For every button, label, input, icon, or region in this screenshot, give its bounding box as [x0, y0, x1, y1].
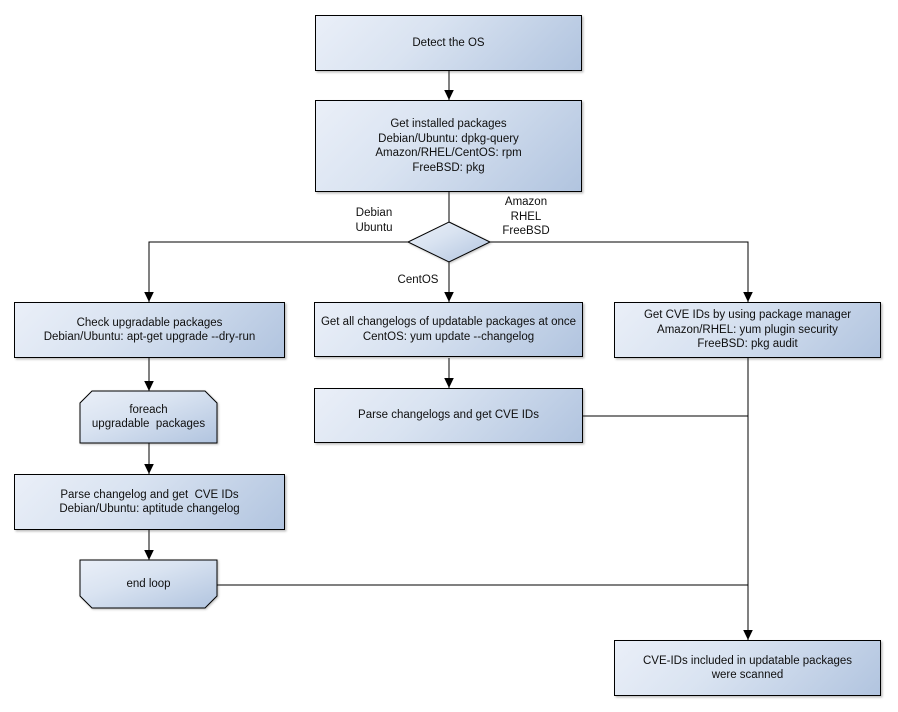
- node-get-all-changelogs: Get all changelogs of updatable packages…: [314, 302, 583, 357]
- node-parse-changelog-debian: Parse changelog and get CVE IDs Debian/U…: [14, 474, 285, 530]
- node-detect-os: Detect the OS: [315, 15, 582, 71]
- decision-diamond: [406, 221, 492, 263]
- node-parse-changelogs-centos: Parse changelogs and get CVE IDs: [314, 388, 583, 443]
- loop-end-shape: [79, 559, 218, 609]
- node-foreach-loop-start: foreach upgradable packages: [91, 403, 206, 431]
- node-get-installed-packages: Get installed packages Debian/Ubuntu: dp…: [315, 100, 582, 192]
- loop-start-shape: [79, 390, 218, 444]
- node-result-scanned: CVE-IDs included in updatable packages w…: [614, 640, 881, 696]
- node-end-loop: end loop: [126, 577, 171, 590]
- edge-decision-to-get-cve-ids: [490, 241, 753, 302]
- branch-label-debian-ubuntu: Debian Ubuntu: [355, 207, 393, 234]
- branch-label-amazon-rhel-freebsd: Amazon RHEL FreeBSD: [502, 196, 550, 237]
- branch-label-centos: CentOS: [397, 274, 439, 286]
- edge-decision-to-check-upgradable: [144, 241, 408, 302]
- node-check-upgradable-packages: Check upgradable packages Debian/Ubuntu:…: [14, 302, 285, 358]
- node-get-cve-ids-package-manager: Get CVE IDs by using package manager Ama…: [614, 302, 881, 358]
